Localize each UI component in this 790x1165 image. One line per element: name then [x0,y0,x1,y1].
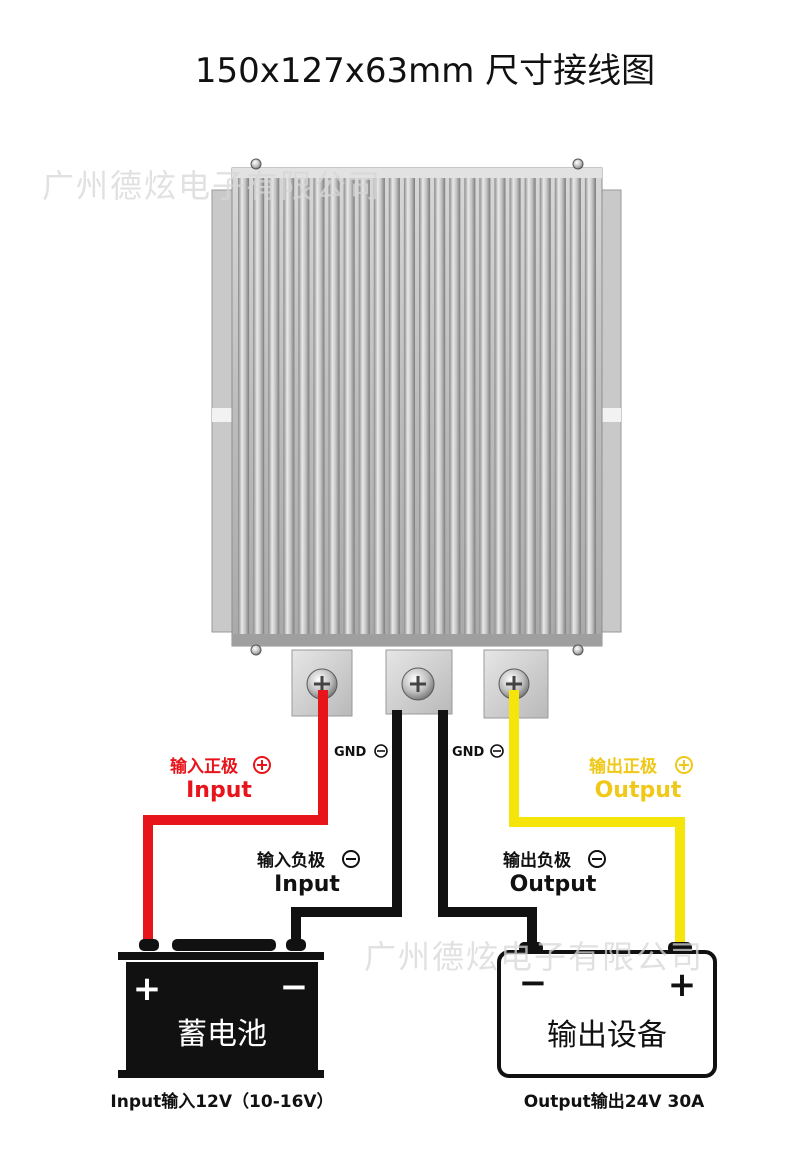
heatsink-fin [569,176,581,636]
wire-input-negative [291,710,402,945]
heatsink-fin [268,176,280,636]
wire-output-negative [438,710,537,948]
minus-circle-icon [588,850,606,868]
heatsink-fin [479,176,491,636]
watermark-bottom: 广州德炫电子有限公司 [364,938,704,976]
watermark-top: 广州德炫电子有限公司 [42,167,382,205]
heatsink-fin [373,176,385,636]
heatsink-slot-left [212,408,236,422]
corner-screw-icon [250,644,262,656]
svg-text:GND: GND [452,745,485,760]
heatsink-fins [238,176,596,636]
heatsink-fin [449,176,461,636]
battery-minus-sign: − [280,967,309,1007]
battery: + − 蓄电池 [118,939,324,1078]
svg-text:Output: Output [595,778,682,803]
heatsink-fin [313,176,325,636]
heatsink-fin [539,176,551,636]
svg-text:输出正极: 输出正极 [589,756,657,777]
svg-text:GND: GND [334,745,367,760]
battery-terminal-positive [139,939,159,951]
heatsink-fin [554,176,566,636]
svg-text:输出负极: 输出负极 [503,850,571,871]
minus-circle-icon [374,744,388,758]
device-body [497,950,717,1078]
battery-lid [118,952,324,960]
battery-body [126,962,318,1070]
heatsink-fin [238,176,250,636]
screw-slot [506,676,522,692]
heatsink-fin [388,176,400,636]
corner-screw-icon [250,158,262,170]
device-plus-sign: + [668,965,697,1005]
svg-text:Input: Input [186,778,252,803]
minus-circle-icon [490,744,504,758]
device-label: 输出设备 [547,1018,667,1053]
terminal-ground [385,649,453,715]
heatsink-fin [343,176,355,636]
heatsink-fin [298,176,310,636]
heatsink-fin [494,176,506,636]
svg-text:Input: Input [274,872,340,897]
label-input-positive: 输入正极 Input [170,756,271,803]
wire-output-positive [509,690,685,948]
minus-circle-icon [342,850,360,868]
corner-screw-icon [572,158,584,170]
heatsink-fin [358,176,370,636]
heatsink-fin [419,176,431,636]
svg-text:Output: Output [510,872,597,897]
heatsink-fin [524,176,536,636]
battery-top-bar [172,939,276,951]
battery-plus-sign: + [133,969,162,1009]
battery-terminal-negative [286,939,306,951]
heatsink-bottom-edge [232,634,602,646]
output-device: − + 输出设备 [497,942,717,1078]
heatsink-fin [283,176,295,636]
heatsink-fin [464,176,476,636]
heatsink-fin [434,176,446,636]
device-caption: Output输出24V 30A [524,1091,705,1112]
heatsink-fin [584,176,596,636]
label-output-positive: 输出正极 Output [589,756,693,803]
battery-label: 蓄电池 [177,1017,267,1052]
plus-circle-icon [253,756,271,774]
wire-input-positive [143,690,328,945]
heatsink-slot-right [597,408,621,422]
converter-module [211,158,622,656]
svg-text:输入正极: 输入正极 [170,756,238,777]
heatsink-fin [328,176,340,636]
plus-circle-icon [675,756,693,774]
corner-screw-icon [572,644,584,656]
device-minus-sign: − [519,963,548,1003]
screw-slot [410,676,426,692]
gnd-label-left: GND [334,744,388,760]
heatsink-fin [509,176,521,636]
heatsink-top-edge [232,168,602,178]
battery-caption: Input输入12V（10-16V） [110,1091,333,1112]
heatsink-fin [403,176,415,636]
svg-text:输入负极: 输入负极 [257,850,325,871]
label-input-negative: 输入负极 Input [257,850,360,897]
battery-base [118,1070,324,1078]
screw-slot [314,676,330,692]
heatsink-fin [253,176,265,636]
gnd-label-right: GND [452,744,504,760]
page-title: 150x127x63mm 尺寸接线图 [195,51,655,91]
label-output-negative: 输出负极 Output [503,850,606,897]
